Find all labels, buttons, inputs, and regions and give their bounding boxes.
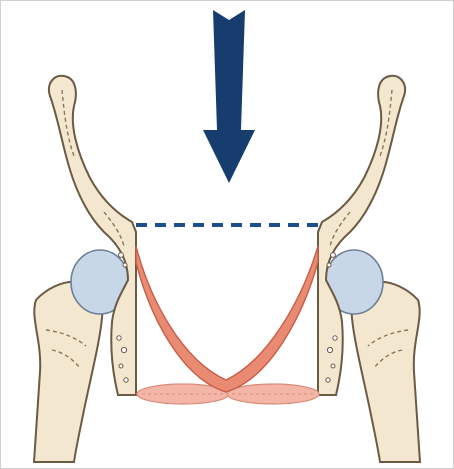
downward-arrow-icon [203, 10, 255, 183]
pelvic-floor-muscle [136, 246, 318, 392]
